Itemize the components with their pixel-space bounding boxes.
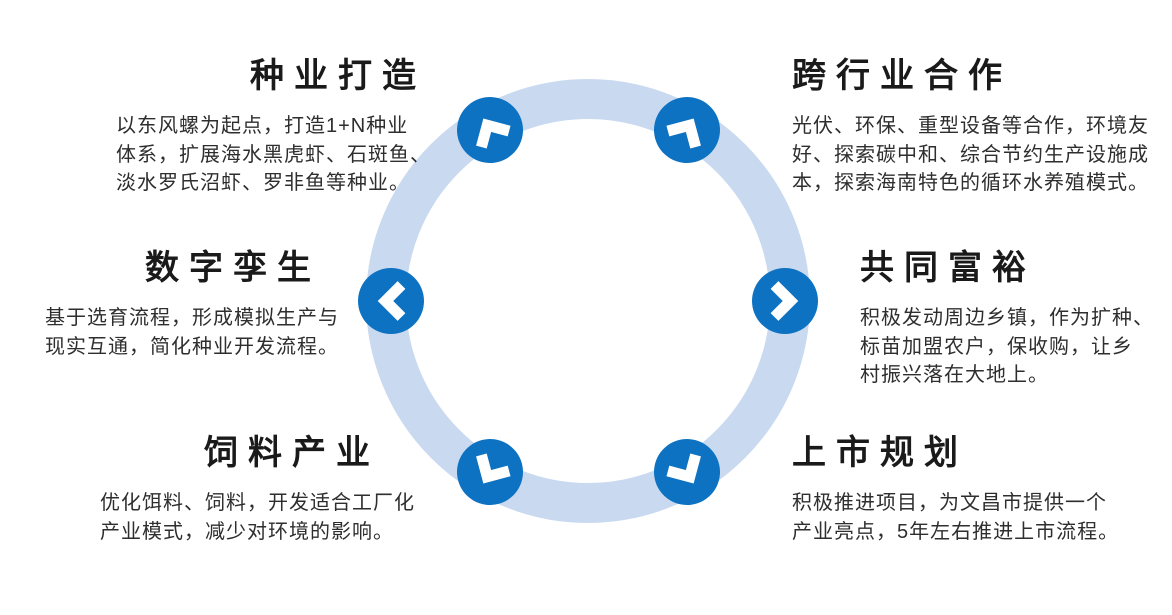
section-common-prosperity: 共同富裕 积极发动周边乡镇，作为扩种、 标苗加盟农户，保收购，让乡 村振兴落在大… bbox=[860, 247, 1170, 390]
flow-node-bottom-right bbox=[654, 439, 720, 505]
body-line: 产业亮点，5年左右推进上市流程。 bbox=[792, 520, 1120, 543]
section-title: 饲料产业 bbox=[204, 434, 380, 472]
body-line: 积极推进项目，为文昌市提供一个 bbox=[792, 492, 1107, 514]
section-title: 数字孪生 bbox=[145, 249, 321, 287]
section-title: 种业打造 bbox=[250, 57, 426, 95]
section-body: 积极发动周边乡镇，作为扩种、 标苗加盟农户，保收购，让乡 村振兴落在大地上。 bbox=[860, 304, 1170, 390]
flow-node-top-left bbox=[457, 97, 523, 163]
section-body: 以东风螺为起点，打造1+N种业 体系，扩展海水黑虎虾、石斑鱼、 淡水罗氏沼虾、罗… bbox=[116, 112, 446, 198]
body-line: 标苗加盟农户，保收购，让乡 bbox=[860, 335, 1133, 358]
body-line: 淡水罗氏沼虾、罗非鱼等种业。 bbox=[116, 172, 410, 194]
body-line: 本，探索海南特色的循环水养殖模式。 bbox=[792, 172, 1149, 194]
section-body: 积极推进项目，为文昌市提供一个 产业亮点，5年左右推进上市流程。 bbox=[792, 489, 1122, 546]
section-title: 跨行业合作 bbox=[792, 57, 1012, 95]
section-body: 优化饵料、饲料，开发适合工厂化 产业模式，减少对环境的影响。 bbox=[100, 489, 415, 546]
body-line: 现实互通，简化种业开发流程。 bbox=[45, 335, 339, 358]
section-title: 共同富裕 bbox=[860, 249, 1036, 287]
section-digital-twin: 数字孪生 基于选育流程，形成模拟生产与 现实互通，简化种业开发流程。 bbox=[45, 247, 339, 361]
section-cross-industry-cooperation: 跨行业合作 光伏、环保、重型设备等合作，环境友 好、探索碳中和、综合节约生产设施… bbox=[792, 55, 1162, 198]
body-line: 产业模式，减少对环境的影响。 bbox=[100, 520, 394, 543]
body-line: 光伏、环保、重型设备等合作，环境友 bbox=[792, 115, 1149, 137]
chevron-left-icon bbox=[377, 281, 406, 321]
body-line: 以东风螺为起点，打造1+N种业 bbox=[116, 115, 409, 137]
flow-node-bottom-left bbox=[457, 439, 523, 505]
body-line: 优化饵料、饲料，开发适合工厂化 bbox=[100, 492, 415, 514]
section-title: 上市规划 bbox=[792, 434, 968, 472]
chevron-down-right-icon bbox=[666, 453, 701, 484]
section-feed-industry: 饲料产业 优化饵料、饲料，开发适合工厂化 产业模式，减少对环境的影响。 bbox=[100, 432, 415, 546]
body-line: 好、探索碳中和、综合节约生产设施成 bbox=[792, 143, 1149, 166]
body-line: 积极发动周边乡镇，作为扩种、 bbox=[860, 307, 1154, 329]
section-ipo-plan: 上市规划 积极推进项目，为文昌市提供一个 产业亮点，5年左右推进上市流程。 bbox=[792, 432, 1122, 546]
body-line: 体系，扩展海水黑虎虾、石斑鱼、 bbox=[116, 143, 431, 166]
chevron-right-icon bbox=[770, 281, 799, 321]
chevron-up-right-icon bbox=[666, 118, 701, 149]
section-body: 光伏、环保、重型设备等合作，环境友 好、探索碳中和、综合节约生产设施成 本，探索… bbox=[792, 112, 1162, 198]
section-body: 基于选育流程，形成模拟生产与 现实互通，简化种业开发流程。 bbox=[45, 304, 339, 361]
flow-node-right bbox=[752, 268, 818, 334]
body-line: 基于选育流程，形成模拟生产与 bbox=[45, 307, 339, 329]
section-seed-industry: 种业打造 以东风螺为起点，打造1+N种业 体系，扩展海水黑虎虾、石斑鱼、 淡水罗… bbox=[116, 55, 446, 198]
chevron-down-left-icon bbox=[476, 453, 511, 484]
flow-node-left bbox=[358, 268, 424, 334]
flow-ring bbox=[366, 79, 810, 523]
chevron-up-left-icon bbox=[476, 118, 511, 149]
flow-node-top-right bbox=[654, 97, 720, 163]
body-line: 村振兴落在大地上。 bbox=[860, 364, 1049, 386]
